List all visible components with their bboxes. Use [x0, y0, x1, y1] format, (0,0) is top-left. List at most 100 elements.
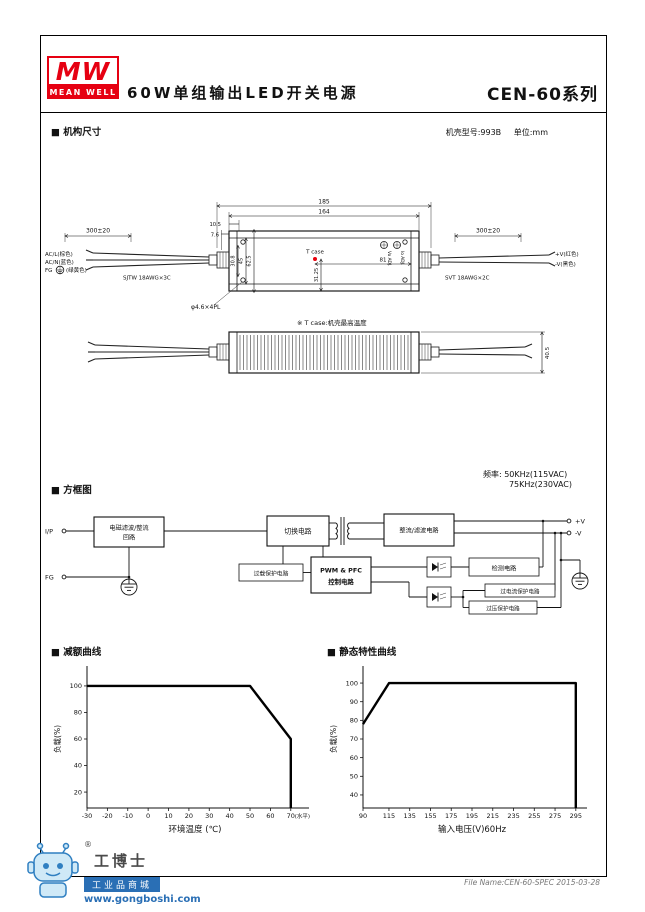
unit-note: 单位:mm — [513, 128, 548, 137]
y-tick-label: 90 — [350, 698, 358, 706]
x-axis-note: (水平) — [295, 812, 310, 820]
block-diagram: I/P FG 电磁滤波/整流 回路 切换电路 整流/滤波电路 过载保护电路 PW… — [45, 513, 589, 615]
fg-terminal-label: FG — [45, 574, 54, 582]
overcurrent-protection-block — [484, 583, 556, 598]
x-tick-label: 235 — [507, 812, 519, 820]
dim-81-label: 81 — [380, 258, 387, 264]
ac-n-label: AC/N(蓝色) — [45, 258, 74, 266]
v-minus-output-label: -V — [575, 530, 582, 538]
rectifier-filter-label: 整流/滤波电路 — [399, 527, 439, 535]
x-tick-label: 255 — [528, 812, 540, 820]
tcase-label: T case — [305, 250, 324, 256]
emi-filter-label-2: 回路 — [123, 534, 136, 542]
ip-terminal-label: I/P — [45, 528, 53, 536]
optocoupler-1-led-icon — [432, 562, 447, 572]
page-title: 60W单组输出LED开关电源 — [127, 84, 359, 102]
earth-symbol-icon — [55, 265, 65, 275]
mech-section-title: ■ 机构尺寸 — [51, 127, 102, 138]
wire-length-left-label: 300±20 — [86, 228, 110, 235]
switching-label: 切换电路 — [284, 527, 311, 536]
x-tick-label: 50 — [246, 812, 254, 820]
dim-45-label: 45 — [239, 258, 245, 264]
watermark-subtitle: 工业品商城 — [84, 877, 161, 892]
frequency-note: 频率: 50KHz(115VAC) 75KHz(230VAC) — [483, 470, 572, 490]
optocoupler-1 — [426, 556, 452, 578]
x-tick-label: 115 — [383, 812, 395, 820]
v-plus-terminal — [566, 518, 572, 524]
x-tick-label: -10 — [122, 812, 133, 820]
x-tick-label: 175 — [445, 812, 457, 820]
case-model-note: 机壳型号:993B — [445, 128, 502, 137]
emi-filter-block — [93, 516, 165, 548]
x-tick-label: 295 — [570, 812, 582, 820]
switching-block — [266, 515, 330, 547]
x-axis-label: 输入电压(V)60Hz — [438, 824, 507, 835]
emi-filter-label-1: 电磁滤波/整流 — [109, 524, 148, 532]
v-plus-label: +V(红色) — [555, 250, 579, 258]
frequency-line-2: 75KHz(230VAC) — [508, 480, 572, 489]
optocoupler-2 — [426, 586, 452, 608]
watermark-url: www.gongboshi.com — [84, 894, 201, 905]
overvoltage-protection-block — [468, 600, 538, 615]
y-tick-label: 20 — [74, 788, 82, 796]
registered-mark: ® — [84, 840, 92, 849]
y-tick-label: 100 — [70, 682, 82, 690]
overload-protection-label: 过载保护电路 — [254, 570, 289, 578]
gongboshi-watermark: ® 工博士 工业品商城 www.gongboshi.com — [26, 840, 201, 905]
x-tick-label: -30 — [82, 812, 93, 820]
v-minus-label: -V(黑色) — [555, 260, 576, 268]
mounting-holes-note: φ4.6×4PL — [191, 304, 221, 311]
derating-section-title: ■ 减额曲线 — [51, 647, 102, 658]
dim-10-5-label: 10.5 — [209, 222, 221, 228]
dim-164-label: 164 — [318, 209, 330, 216]
x-tick-label: 215 — [487, 812, 499, 820]
gongboshi-robot-icon — [27, 842, 79, 898]
x-tick-label: 90 — [359, 812, 367, 820]
tcase-note: ※ T case:机壳最高温度 — [297, 318, 367, 327]
vo-adj-label: Vo ADJ. — [386, 251, 392, 266]
mech-case-note: 机壳型号:993B 单位:mm — [436, 127, 548, 138]
frequency-line-1: 频率: 50KHz(115VAC) — [482, 470, 568, 479]
file-name-note: File Name:CEN-60-SPEC 2015-03-28 — [464, 878, 600, 887]
transformer-symbol — [335, 517, 350, 545]
y-tick-label: 40 — [350, 791, 358, 799]
dim-7-6-label: 7.6 — [211, 233, 219, 239]
io-adj-label: Io ADJ. — [399, 251, 405, 265]
y-tick-label: 70 — [350, 735, 358, 743]
mounting-hole — [402, 239, 408, 245]
x-tick-label: 60 — [266, 812, 274, 820]
x-tick-label: 30 — [205, 812, 213, 820]
meanwell-logo-mw: MW — [47, 56, 119, 86]
detection-label: 检测电路 — [492, 565, 518, 573]
earth-symbol-left — [120, 578, 138, 596]
y-axis-label: 负载(%) — [52, 725, 62, 753]
ac-l-label: AC/L(棕色) — [45, 250, 73, 258]
x-tick-label: 195 — [466, 812, 478, 820]
series-title: CEN-60系列 — [486, 85, 598, 105]
y-tick-label: 40 — [74, 762, 82, 770]
y-tick-label: 100 — [346, 679, 358, 687]
y-tick-label: 50 — [350, 772, 358, 780]
overvoltage-protection-label: 过压保护电路 — [486, 605, 520, 613]
x-tick-label: 70 — [287, 812, 295, 820]
output-wires — [438, 251, 556, 267]
input-wires — [85, 249, 210, 271]
x-tick-label: 275 — [549, 812, 561, 820]
optocoupler-2-led-icon — [432, 592, 447, 602]
static-characteristic-curve — [361, 681, 578, 808]
header-divider — [41, 112, 606, 113]
x-tick-label: 20 — [185, 812, 193, 820]
dim-40-5-label: 40.5 — [545, 346, 551, 359]
derating-curve — [87, 684, 293, 808]
dim-30-8-label: 30.8 — [231, 255, 237, 266]
v-minus-terminal — [566, 530, 572, 536]
x-tick-label: 10 — [164, 812, 172, 820]
y-axis-label: 负载(%) — [328, 725, 338, 753]
dim-31-25-label: 31.25 — [314, 268, 320, 282]
block-wires — [66, 520, 581, 608]
y-tick-label: 60 — [74, 735, 82, 743]
block-section-title: ■ 方框图 — [51, 485, 92, 496]
input-cable-label: SJTW 18AWG×3C — [123, 276, 171, 282]
